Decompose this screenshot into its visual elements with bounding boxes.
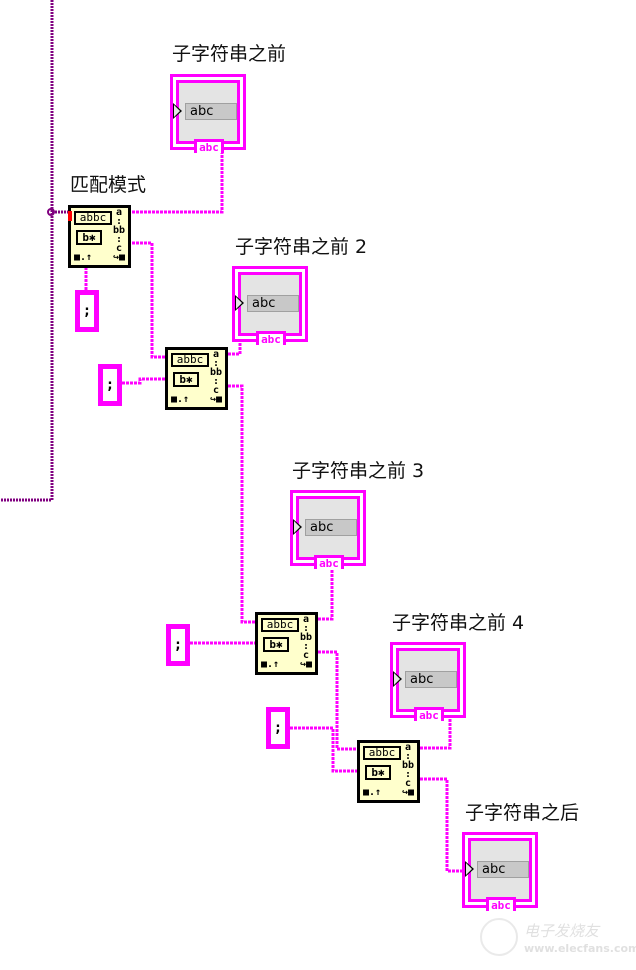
node-label: 匹配模式 bbox=[70, 174, 147, 196]
string-wires[interactable] bbox=[84, 150, 463, 873]
string-terminal-icon: abc bbox=[194, 139, 224, 153]
string-indicator[interactable]: abc abc bbox=[290, 490, 366, 569]
input-arrow-icon bbox=[235, 295, 244, 311]
input-arrow-icon bbox=[393, 671, 402, 687]
string-input-icon: abbc bbox=[171, 353, 209, 367]
indicator-label: 子字符串之前 bbox=[172, 43, 287, 65]
offset-out-icon: ↪■ bbox=[401, 787, 414, 798]
split-output-icon: a:bb:c bbox=[209, 349, 223, 396]
string-constant[interactable]: ; bbox=[266, 707, 290, 749]
string-terminal-icon: abc bbox=[486, 897, 516, 911]
offset-out-icon: ↪■ bbox=[209, 394, 222, 405]
wire-c2-match2 bbox=[122, 377, 165, 385]
wire-match2-match3 bbox=[228, 384, 255, 624]
string-input-icon: abbc bbox=[261, 618, 299, 632]
wire-match1-ind1 bbox=[132, 150, 224, 214]
match-pattern-node[interactable]: abbc b✱ a:bb:c ■.↑ ↪■ bbox=[68, 205, 131, 268]
offset-out-icon: ↪■ bbox=[112, 252, 125, 263]
indicator-label: 子字符串之前 3 bbox=[292, 460, 425, 482]
indicator-value: abc bbox=[405, 671, 457, 688]
string-input-icon: abbc bbox=[74, 211, 112, 225]
wire-match2-ind2 bbox=[228, 342, 242, 356]
wire-match1-match2 bbox=[132, 241, 165, 359]
string-indicator[interactable]: abc abc bbox=[170, 74, 246, 153]
regex-icon: b✱ bbox=[263, 637, 289, 652]
split-output-icon: a:bb:c bbox=[112, 207, 126, 254]
wire-match3-ind3 bbox=[318, 566, 334, 621]
offset-in-icon: ■.↑ bbox=[171, 394, 190, 405]
string-terminal-icon: abc bbox=[414, 707, 444, 721]
indicator-body: abc bbox=[393, 648, 460, 712]
wire-c4-match4 bbox=[290, 726, 357, 773]
string-terminal-icon: abc bbox=[314, 555, 344, 569]
match-pattern-node[interactable]: abbc b✱ a:bb:c ■.↑ ↪■ bbox=[165, 347, 228, 410]
wire-match3-match4 bbox=[318, 650, 357, 751]
string-indicator[interactable]: abc abc bbox=[232, 266, 308, 345]
indicator-label: 子字符串之后 bbox=[465, 802, 580, 824]
indicator-value: abc bbox=[185, 103, 237, 120]
indicator-label: 子字符串之前 4 bbox=[392, 612, 525, 634]
indicator-body: abc bbox=[235, 272, 302, 336]
indicator-value: abc bbox=[305, 519, 357, 536]
regex-icon: b✱ bbox=[76, 230, 102, 245]
indicator-body: abc bbox=[465, 838, 532, 902]
wire-match4-ind5 bbox=[420, 777, 463, 873]
indicator-value: abc bbox=[247, 295, 299, 312]
watermark-url: www.elecfans.com bbox=[524, 942, 636, 955]
string-indicator[interactable]: abc abc bbox=[390, 642, 466, 721]
watermark-name: 电子发烧友 bbox=[524, 922, 600, 940]
split-output-icon: a:bb:c bbox=[299, 614, 313, 661]
indicator-value: abc bbox=[477, 861, 529, 878]
cluster-wire[interactable] bbox=[0, 0, 68, 502]
input-arrow-icon bbox=[293, 519, 302, 535]
indicator-body: abc bbox=[293, 496, 360, 560]
string-constant[interactable]: ; bbox=[166, 624, 190, 666]
offset-in-icon: ■.↑ bbox=[261, 659, 280, 670]
elecfans-logo-icon bbox=[480, 918, 518, 956]
string-constant[interactable]: ; bbox=[75, 290, 99, 332]
indicator-label: 子字符串之前 2 bbox=[235, 236, 368, 258]
input-arrow-icon bbox=[173, 103, 182, 119]
match-pattern-node[interactable]: abbc b✱ a:bb:c ■.↑ ↪■ bbox=[255, 612, 318, 675]
string-constant[interactable]: ; bbox=[98, 364, 122, 406]
wire-match4-ind4 bbox=[420, 717, 452, 750]
match-pattern-node[interactable]: abbc b✱ a:bb:c ■.↑ ↪■ bbox=[357, 740, 420, 803]
string-input-icon: abbc bbox=[363, 746, 401, 760]
split-output-icon: a:bb:c bbox=[401, 742, 415, 789]
wire-junction bbox=[47, 208, 55, 216]
offset-out-icon: ↪■ bbox=[299, 659, 312, 670]
regex-icon: b✱ bbox=[173, 372, 199, 387]
input-arrow-icon bbox=[465, 861, 474, 877]
regex-icon: b✱ bbox=[365, 765, 391, 780]
string-terminal-icon: abc bbox=[256, 331, 286, 345]
input-marker bbox=[68, 211, 72, 221]
string-indicator[interactable]: abc abc bbox=[462, 832, 538, 911]
offset-in-icon: ■.↑ bbox=[74, 252, 93, 263]
offset-in-icon: ■.↑ bbox=[363, 787, 382, 798]
watermark: 电子发烧友 www.elecfans.com bbox=[480, 918, 636, 962]
indicator-body: abc bbox=[173, 80, 240, 144]
